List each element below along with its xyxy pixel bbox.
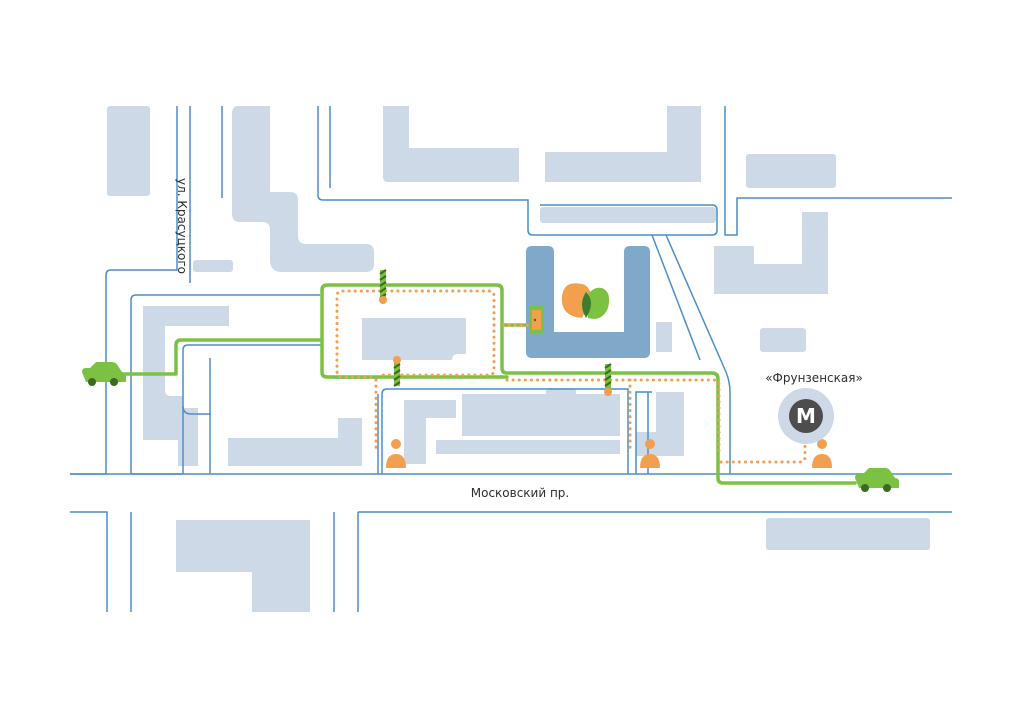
pedestrians xyxy=(386,439,832,468)
building xyxy=(545,106,701,182)
building xyxy=(540,207,716,223)
target-building xyxy=(526,246,650,358)
walk-route xyxy=(335,289,807,464)
building xyxy=(176,520,310,612)
metro-letter: M xyxy=(796,404,816,428)
building xyxy=(362,318,466,360)
barrier-icon xyxy=(379,269,387,304)
building xyxy=(143,306,229,440)
building xyxy=(760,328,806,352)
building xyxy=(714,212,828,294)
street-label-krasutskogo: ул. Красуцкого xyxy=(175,178,189,274)
buildings xyxy=(107,106,930,612)
building xyxy=(436,394,620,454)
building xyxy=(193,260,233,272)
barrier-icon xyxy=(393,356,401,387)
building xyxy=(656,322,672,352)
pedestrian-icon xyxy=(640,439,660,468)
building xyxy=(178,408,198,466)
entrance-icon xyxy=(529,306,544,333)
building xyxy=(228,418,362,466)
building xyxy=(107,106,150,196)
metro-icon: M xyxy=(778,388,834,444)
building xyxy=(766,518,930,550)
building xyxy=(636,392,684,456)
building xyxy=(546,388,576,408)
logo-icon xyxy=(561,283,610,319)
building xyxy=(746,154,836,188)
barriers xyxy=(379,269,612,396)
building xyxy=(383,106,519,182)
car-icon xyxy=(855,468,899,492)
street-label-moskovsky: Московский пр. xyxy=(471,486,570,500)
metro-station-label: «Фрунзенская» xyxy=(765,371,863,385)
pedestrian-icon xyxy=(386,439,406,468)
building xyxy=(232,106,374,272)
barrier-icon xyxy=(604,363,612,396)
building xyxy=(404,400,456,464)
car-icon xyxy=(82,362,126,386)
pedestrian-icon xyxy=(812,439,832,468)
roads xyxy=(70,106,952,612)
